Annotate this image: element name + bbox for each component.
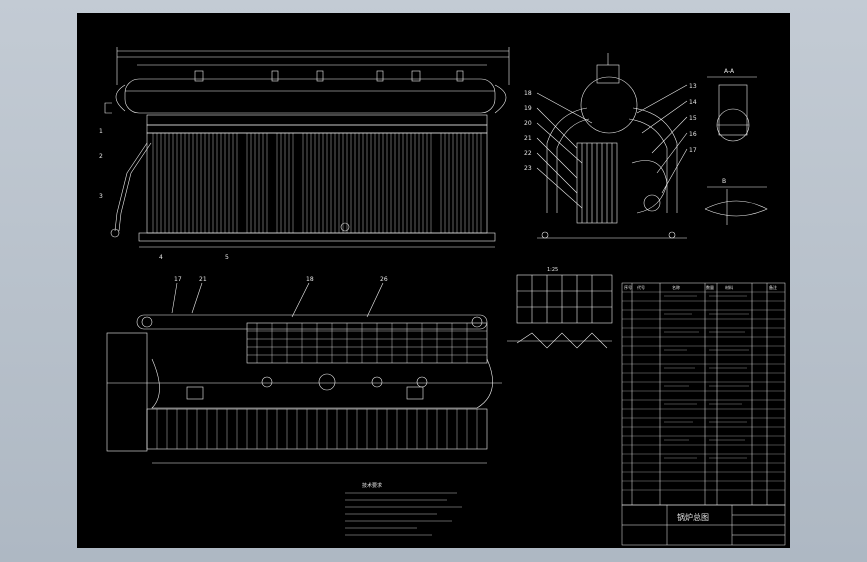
callout-21: 21: [524, 135, 532, 142]
detail-label-b: B: [722, 178, 726, 185]
callout-14: 14: [689, 99, 697, 106]
drawing-title: 锅炉总图: [677, 512, 709, 522]
elevation-view: [104, 47, 510, 248]
callout-20: 20: [524, 120, 532, 127]
callout-22: 22: [524, 150, 532, 157]
callout-15: 15: [689, 115, 697, 122]
bom-header-remark: 备注: [769, 284, 777, 290]
plan-callout-26: 26: [380, 276, 388, 283]
labels: 1 2 3 4 5 18 19 20 21 22 23 13 14 15 16 …: [99, 68, 777, 522]
bom-header-code: 代号: [637, 284, 645, 290]
bom-header-material: 材料: [725, 284, 733, 290]
callout-13: 13: [689, 83, 697, 90]
detail-label-a: A-A: [724, 68, 735, 75]
callout-16: 16: [689, 131, 697, 138]
callout-1: 1: [99, 128, 103, 135]
callout-4: 4: [159, 254, 163, 261]
callout-5: 5: [225, 254, 229, 261]
callout-3: 3: [99, 193, 103, 200]
detail-views: [704, 76, 768, 225]
plan-view: [106, 282, 502, 464]
callout-2: 2: [99, 153, 103, 160]
technical-notes: [345, 492, 462, 536]
plan-callout-17: 17: [174, 276, 182, 283]
callout-23: 23: [524, 165, 532, 172]
callout-19: 19: [524, 105, 532, 112]
bom-table: [621, 282, 786, 546]
plan-callout-21: 21: [199, 276, 207, 283]
scale-label: 1:25: [547, 267, 558, 273]
side-section-view: [536, 53, 688, 239]
callout-18: 18: [524, 90, 532, 97]
bom-header-name: 名称: [672, 284, 680, 290]
plan-callout-18: 18: [306, 276, 314, 283]
notes-title: 技术要求: [362, 482, 382, 489]
grate-section: [507, 274, 613, 349]
drawing-sheet: 1 2 3 4 5 18 19 20 21 22 23 13 14 15 16 …: [77, 13, 790, 548]
callout-17: 17: [689, 147, 697, 154]
bom-header-qty: 数量: [706, 284, 714, 290]
cad-drawing: 1 2 3 4 5 18 19 20 21 22 23 13 14 15 16 …: [99, 47, 786, 546]
bom-header-no: 序号: [624, 284, 632, 290]
